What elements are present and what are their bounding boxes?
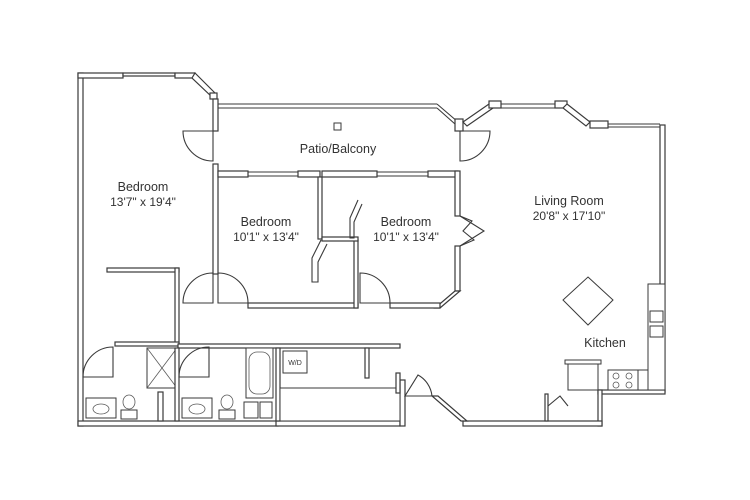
sink-icon (92, 403, 110, 415)
patio-light-icon (333, 122, 342, 131)
pantry-door[interactable] (547, 395, 569, 407)
closet-door[interactable] (182, 272, 214, 304)
kitchen-island (562, 276, 614, 326)
service-core: W/D (85, 343, 401, 422)
patio-balcony: Patio/Balcony (182, 103, 491, 162)
patio-label: Patio/Balcony (300, 142, 377, 156)
kitchen-appliance-2 (649, 325, 664, 338)
bedroom-2: Bedroom 10'1" x 13'4" (217, 170, 359, 309)
bath-2-door[interactable] (178, 346, 210, 378)
bedroom-2-door[interactable] (217, 272, 249, 304)
bifold-door[interactable] (459, 215, 476, 247)
bathtub (245, 347, 274, 399)
washer-dryer (282, 350, 308, 374)
exterior-walls (77, 72, 666, 427)
patio-door-right[interactable] (459, 130, 491, 162)
stove-icon (607, 369, 639, 391)
patio-door-left[interactable] (182, 130, 214, 162)
kitchen-label: Kitchen (584, 336, 626, 350)
bedroom-3-dims: 10'1" x 13'4" (373, 230, 439, 244)
kitchen-appliance-1 (649, 310, 664, 323)
bedroom-master-name: Bedroom (118, 180, 169, 194)
bedroom-3-door[interactable] (359, 272, 391, 304)
bedroom-3: Bedroom 10'1" x 13'4" (321, 170, 486, 309)
washer-dryer-label: W/D (288, 360, 302, 367)
bedroom-master: Bedroom 13'7" x 19'4" (82, 163, 219, 378)
toilet-icon (122, 394, 136, 410)
master-bath-door[interactable] (82, 346, 114, 378)
living-room-name: Living Room (534, 194, 603, 208)
living-room: Living Room 20'8" x 17'10" (462, 100, 660, 326)
kitchen: Kitchen (544, 283, 666, 422)
entry-door[interactable] (404, 374, 433, 397)
living-room-dims: 20'8" x 17'10" (533, 209, 606, 223)
bedroom-master-dims: 13'7" x 19'4" (110, 195, 176, 209)
bedroom-2-name: Bedroom (241, 215, 292, 229)
entry (399, 374, 469, 427)
bedroom-3-name: Bedroom (381, 215, 432, 229)
bedroom-2-dims: 10'1" x 13'4" (233, 230, 299, 244)
